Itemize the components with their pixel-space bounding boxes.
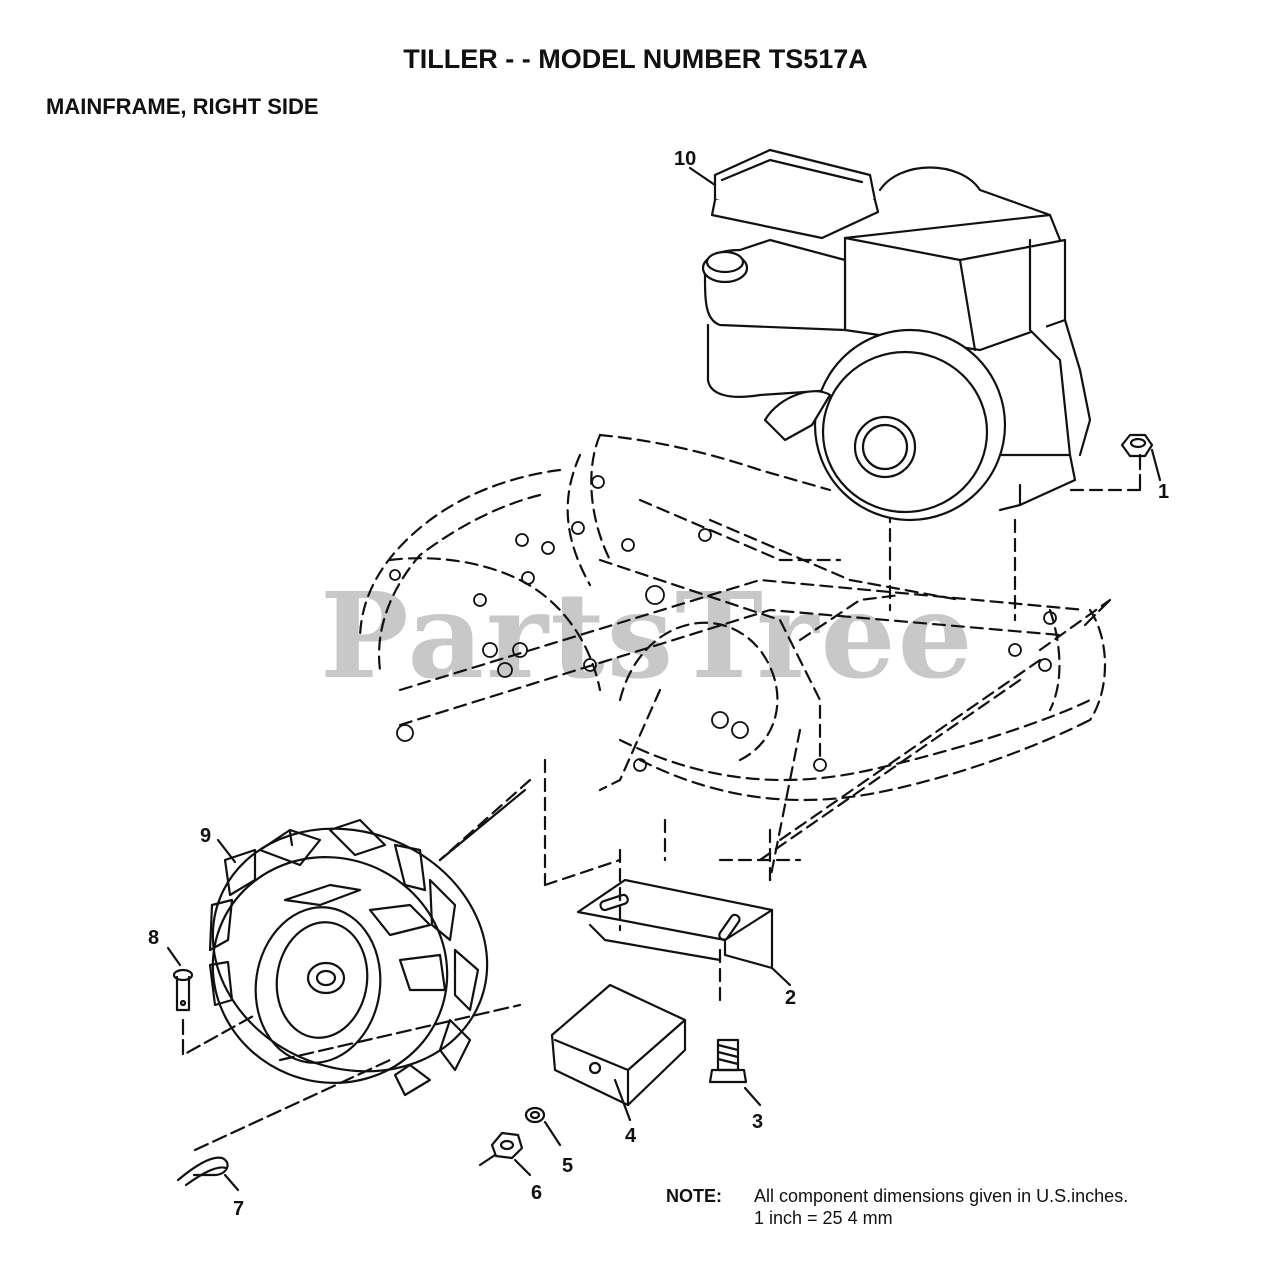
callout-9: 9 [200, 825, 211, 847]
engine-drawing [701, 148, 1092, 522]
callout-10: 10 [674, 148, 696, 170]
bolt-icon [708, 1038, 762, 1107]
hex-nut-icon [478, 1131, 532, 1177]
note-text-1: All component dimensions given in U.S.in… [754, 1186, 1129, 1206]
lock-washer-icon [524, 1106, 562, 1147]
callout-3: 3 [752, 1111, 763, 1133]
callout-leader-9 [216, 838, 237, 864]
callout-5: 5 [562, 1155, 573, 1177]
callout-7: 7 [233, 1198, 244, 1220]
weight-icon [550, 983, 687, 1122]
callout-2: 2 [785, 987, 796, 1009]
clevis-pin-icon [166, 946, 194, 1012]
dimensions-note: NOTE: All component dimensions given in U… [666, 1185, 1128, 1229]
wheel-icon [208, 788, 527, 1097]
bracket-icon [576, 878, 792, 987]
frame-fastener-marks [389, 475, 1057, 772]
assembly-leader-lines [181, 453, 1142, 1152]
note-text-2: 1 inch = 25 4 mm [754, 1208, 893, 1228]
note-line-1: NOTE: All component dimensions given in U… [666, 1185, 1128, 1207]
section-subtitle: MAINFRAME, RIGHT SIDE [46, 94, 319, 119]
callout-leader-10 [688, 166, 717, 187]
note-label: NOTE: [666, 1186, 722, 1206]
callout-1: 1 [1158, 481, 1169, 503]
page-title: TILLER - - MODEL NUMBER TS517A [403, 44, 868, 74]
hairpin-clip-icon [176, 1156, 240, 1192]
callout-6: 6 [531, 1182, 542, 1204]
callout-labels: 1 2 3 4 5 6 7 8 9 10 [148, 148, 1169, 1220]
frame-phantom-lines [358, 433, 1142, 1002]
nut-icon [1120, 433, 1162, 482]
callout-4: 4 [625, 1125, 637, 1147]
callout-8: 8 [148, 927, 159, 949]
